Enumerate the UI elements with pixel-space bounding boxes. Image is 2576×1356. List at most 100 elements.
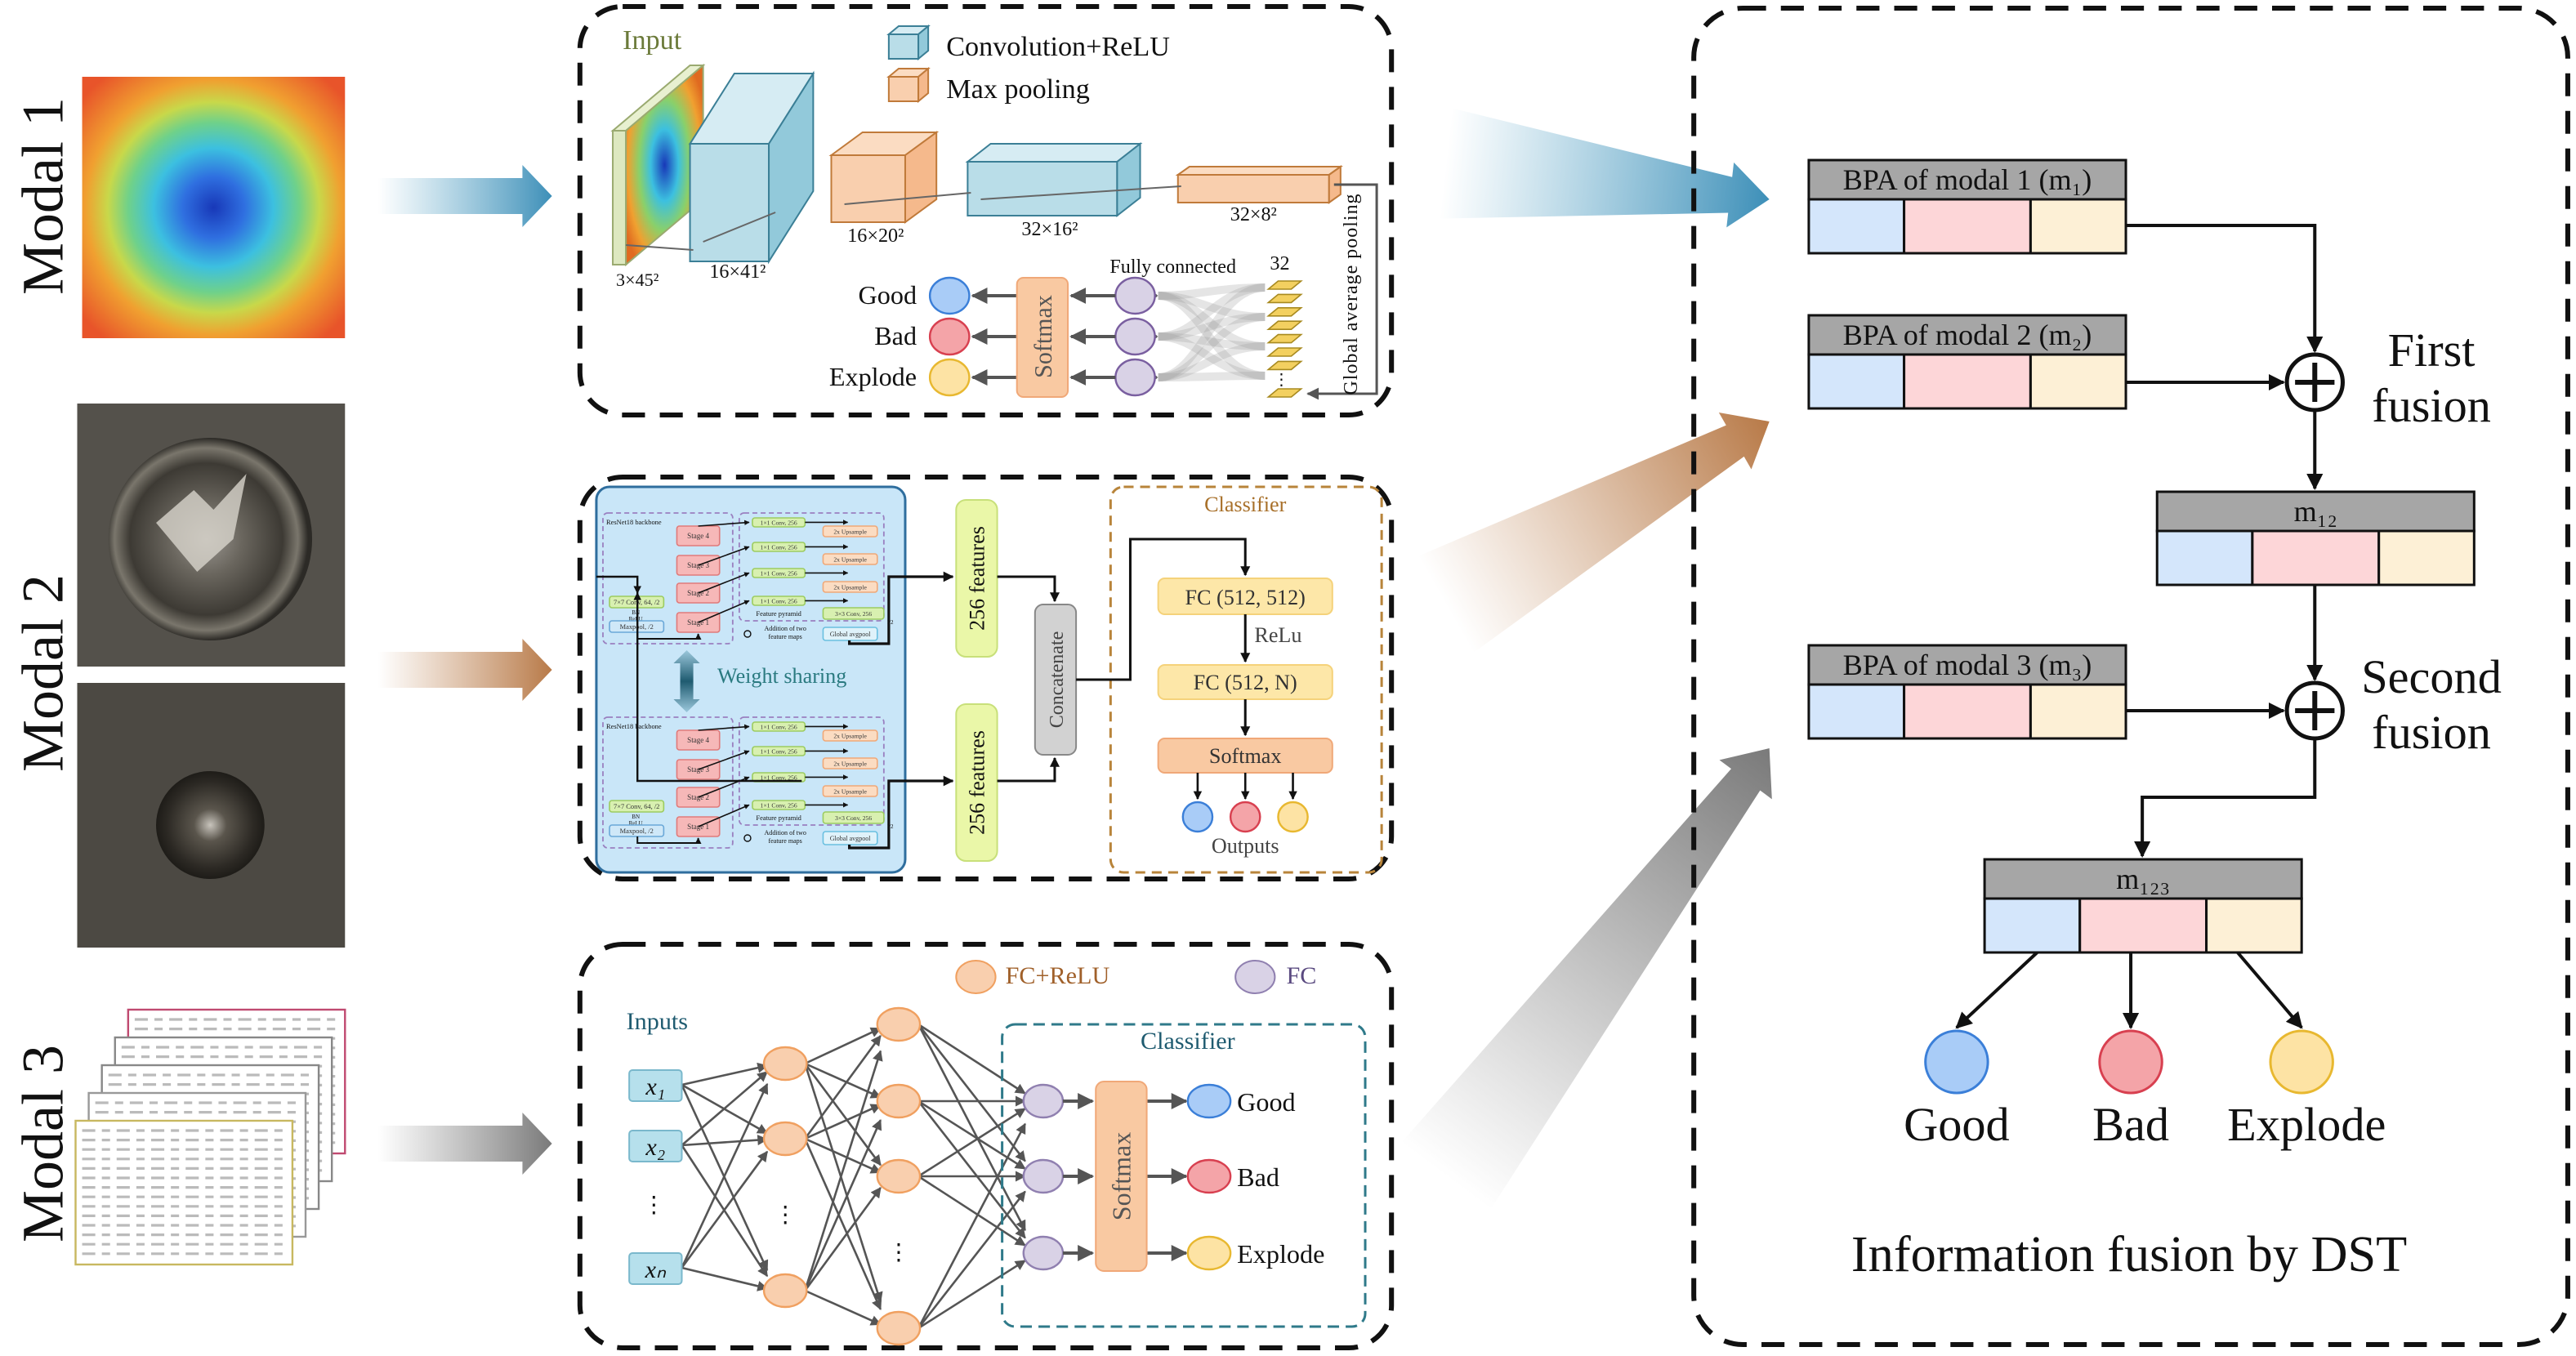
ellipsis: ⋮ [1273, 371, 1289, 389]
kernel-projection-line [703, 212, 776, 243]
lateral-arrow [698, 520, 750, 527]
stage-4-box-label: Stage 4 [687, 532, 709, 540]
hidden-edge [804, 1063, 882, 1166]
cnn-output-node-explode [928, 358, 971, 397]
conv1x1-box-label: 1×1 Conv, 256 [761, 724, 797, 731]
fusion-input-arrow-1 [1439, 108, 1770, 228]
input-label-1: x₁ [645, 1073, 665, 1100]
feature-pyramid-box [738, 512, 885, 622]
relu-label: ReLU [629, 616, 643, 622]
pool-block-2 [1175, 165, 1343, 204]
hidden-edge [804, 1063, 883, 1303]
conv1x1-box-label: 1×1 Conv, 256 [761, 748, 797, 756]
addition-label-1: Addition of two [765, 829, 806, 836]
input-edge [681, 1135, 769, 1147]
front-face [612, 130, 627, 265]
conv7-box [609, 800, 665, 813]
p2-label: P2 [887, 619, 894, 626]
feature-vector-cell [1266, 360, 1303, 371]
second-fusion-label-1: Second [2361, 650, 2502, 703]
bpa-cell-bad [2078, 897, 2208, 954]
fc-node [1114, 276, 1156, 315]
features-to-concat-bottom [997, 756, 1060, 783]
input-slab [610, 63, 706, 267]
hidden-edge [804, 1050, 883, 1291]
resnet-backbone-label: ResNet18 backbone [606, 722, 662, 730]
conv1x1-box-label: 1×1 Conv, 256 [761, 544, 797, 551]
conv3x3-box-label: 3×3 Conv, 256 [835, 610, 872, 618]
fc-connection [1158, 372, 1266, 381]
fc-connection [1158, 292, 1266, 321]
cnn-output-node-bad [928, 317, 971, 356]
fc-node [1114, 358, 1156, 397]
conv3x3-box-label: 3×3 Conv, 256 [835, 814, 872, 822]
bpa-cell-bad [2251, 529, 2381, 587]
cnn-class-bad: Bad [874, 321, 917, 350]
dim-label-1: 3×45² [616, 270, 659, 290]
legend-fc-label: FC [1286, 961, 1316, 989]
resnet-output-node-bad [1229, 801, 1261, 833]
top-face [965, 143, 1143, 163]
bpa-m12-label: m₁₂ [2294, 495, 2337, 528]
hidden-edge [917, 1260, 1026, 1330]
mlp-softmax-label: Softmax [1106, 1132, 1136, 1220]
resnet-backbone-box [602, 716, 734, 849]
resnet-backbone-box [602, 512, 734, 645]
m1-to-fusion1 [2126, 224, 2324, 353]
bpa-modal-3: BPA of modal 3 (m₃) [1807, 644, 2127, 740]
conv-block-1 [688, 70, 815, 265]
side-face [768, 70, 815, 265]
fc-connection [1158, 332, 1266, 350]
conv3x3-box [822, 607, 885, 620]
upsample-box-label: 2x Upsample [833, 529, 867, 536]
feature-vector-cell [1266, 347, 1303, 357]
fusion-title: Information fusion by DST [1851, 1227, 2407, 1282]
hidden-edge [917, 1023, 1026, 1095]
fc-relu-node [876, 1083, 922, 1119]
arrow-shape [1400, 748, 1772, 1210]
plus [2295, 691, 2335, 730]
input-edge [681, 1082, 769, 1269]
mlp-output-node-explode [1186, 1235, 1232, 1271]
dim-label-3: 16×20² [847, 225, 904, 247]
hidden-edge [917, 1122, 1026, 1329]
bn-label: BN [632, 609, 640, 616]
sheet-border [74, 1119, 294, 1266]
fusion2-to-m123 [2134, 738, 2317, 858]
legend-pool-cube-icon [886, 66, 931, 104]
modal-3-spreadsheet-stack [74, 1008, 346, 1266]
fusion-input-arrow-3 [1400, 748, 1772, 1210]
weight-sharing-label: Weight sharing [717, 664, 846, 688]
feature-vector-cell [1266, 293, 1303, 304]
bpa-modal-1-label: BPA of modal 1 (m₁) [1843, 163, 2092, 196]
side-face [904, 131, 938, 224]
bpa-cell-explode [2029, 198, 2127, 255]
upsample-box [822, 729, 878, 742]
fusion-output-node-explode [2269, 1029, 2334, 1095]
addition-icon [743, 834, 752, 842]
kernel-projection-line [844, 192, 971, 205]
cnn-legend [886, 24, 931, 104]
first-fusion-label-2: fusion [2372, 379, 2491, 432]
mlp-softmax-box [1095, 1081, 1148, 1272]
fusion-class-good: Good [1904, 1098, 2010, 1151]
stage-1-box-label: Stage 1 [687, 823, 709, 831]
stage-4-box-label: Stage 4 [687, 736, 709, 744]
fc-relu-node [876, 1006, 922, 1042]
upsample-box [822, 525, 878, 537]
upsample-box-label: 2x Upsample [833, 584, 867, 591]
hidden-edge [917, 1108, 1026, 1178]
mlp-class-good: Good [1237, 1087, 1295, 1117]
bpa-cell-good [2155, 529, 2254, 587]
arrow-shape [1439, 108, 1770, 228]
fc-connection [1158, 283, 1266, 341]
conv1x1-box-label: 1×1 Conv, 256 [761, 774, 797, 782]
resnet-softmax-label: Softmax [1209, 744, 1282, 768]
cnn-class-explode: Explode [829, 362, 917, 391]
upsample-box [822, 785, 878, 797]
input-arrow [596, 575, 642, 594]
bpa-cell-good [1983, 897, 2082, 954]
hidden-edge [804, 1104, 882, 1140]
dempster-combination-icon-2 [2284, 680, 2345, 741]
concatenate-label: Concatenate [1047, 631, 1068, 729]
